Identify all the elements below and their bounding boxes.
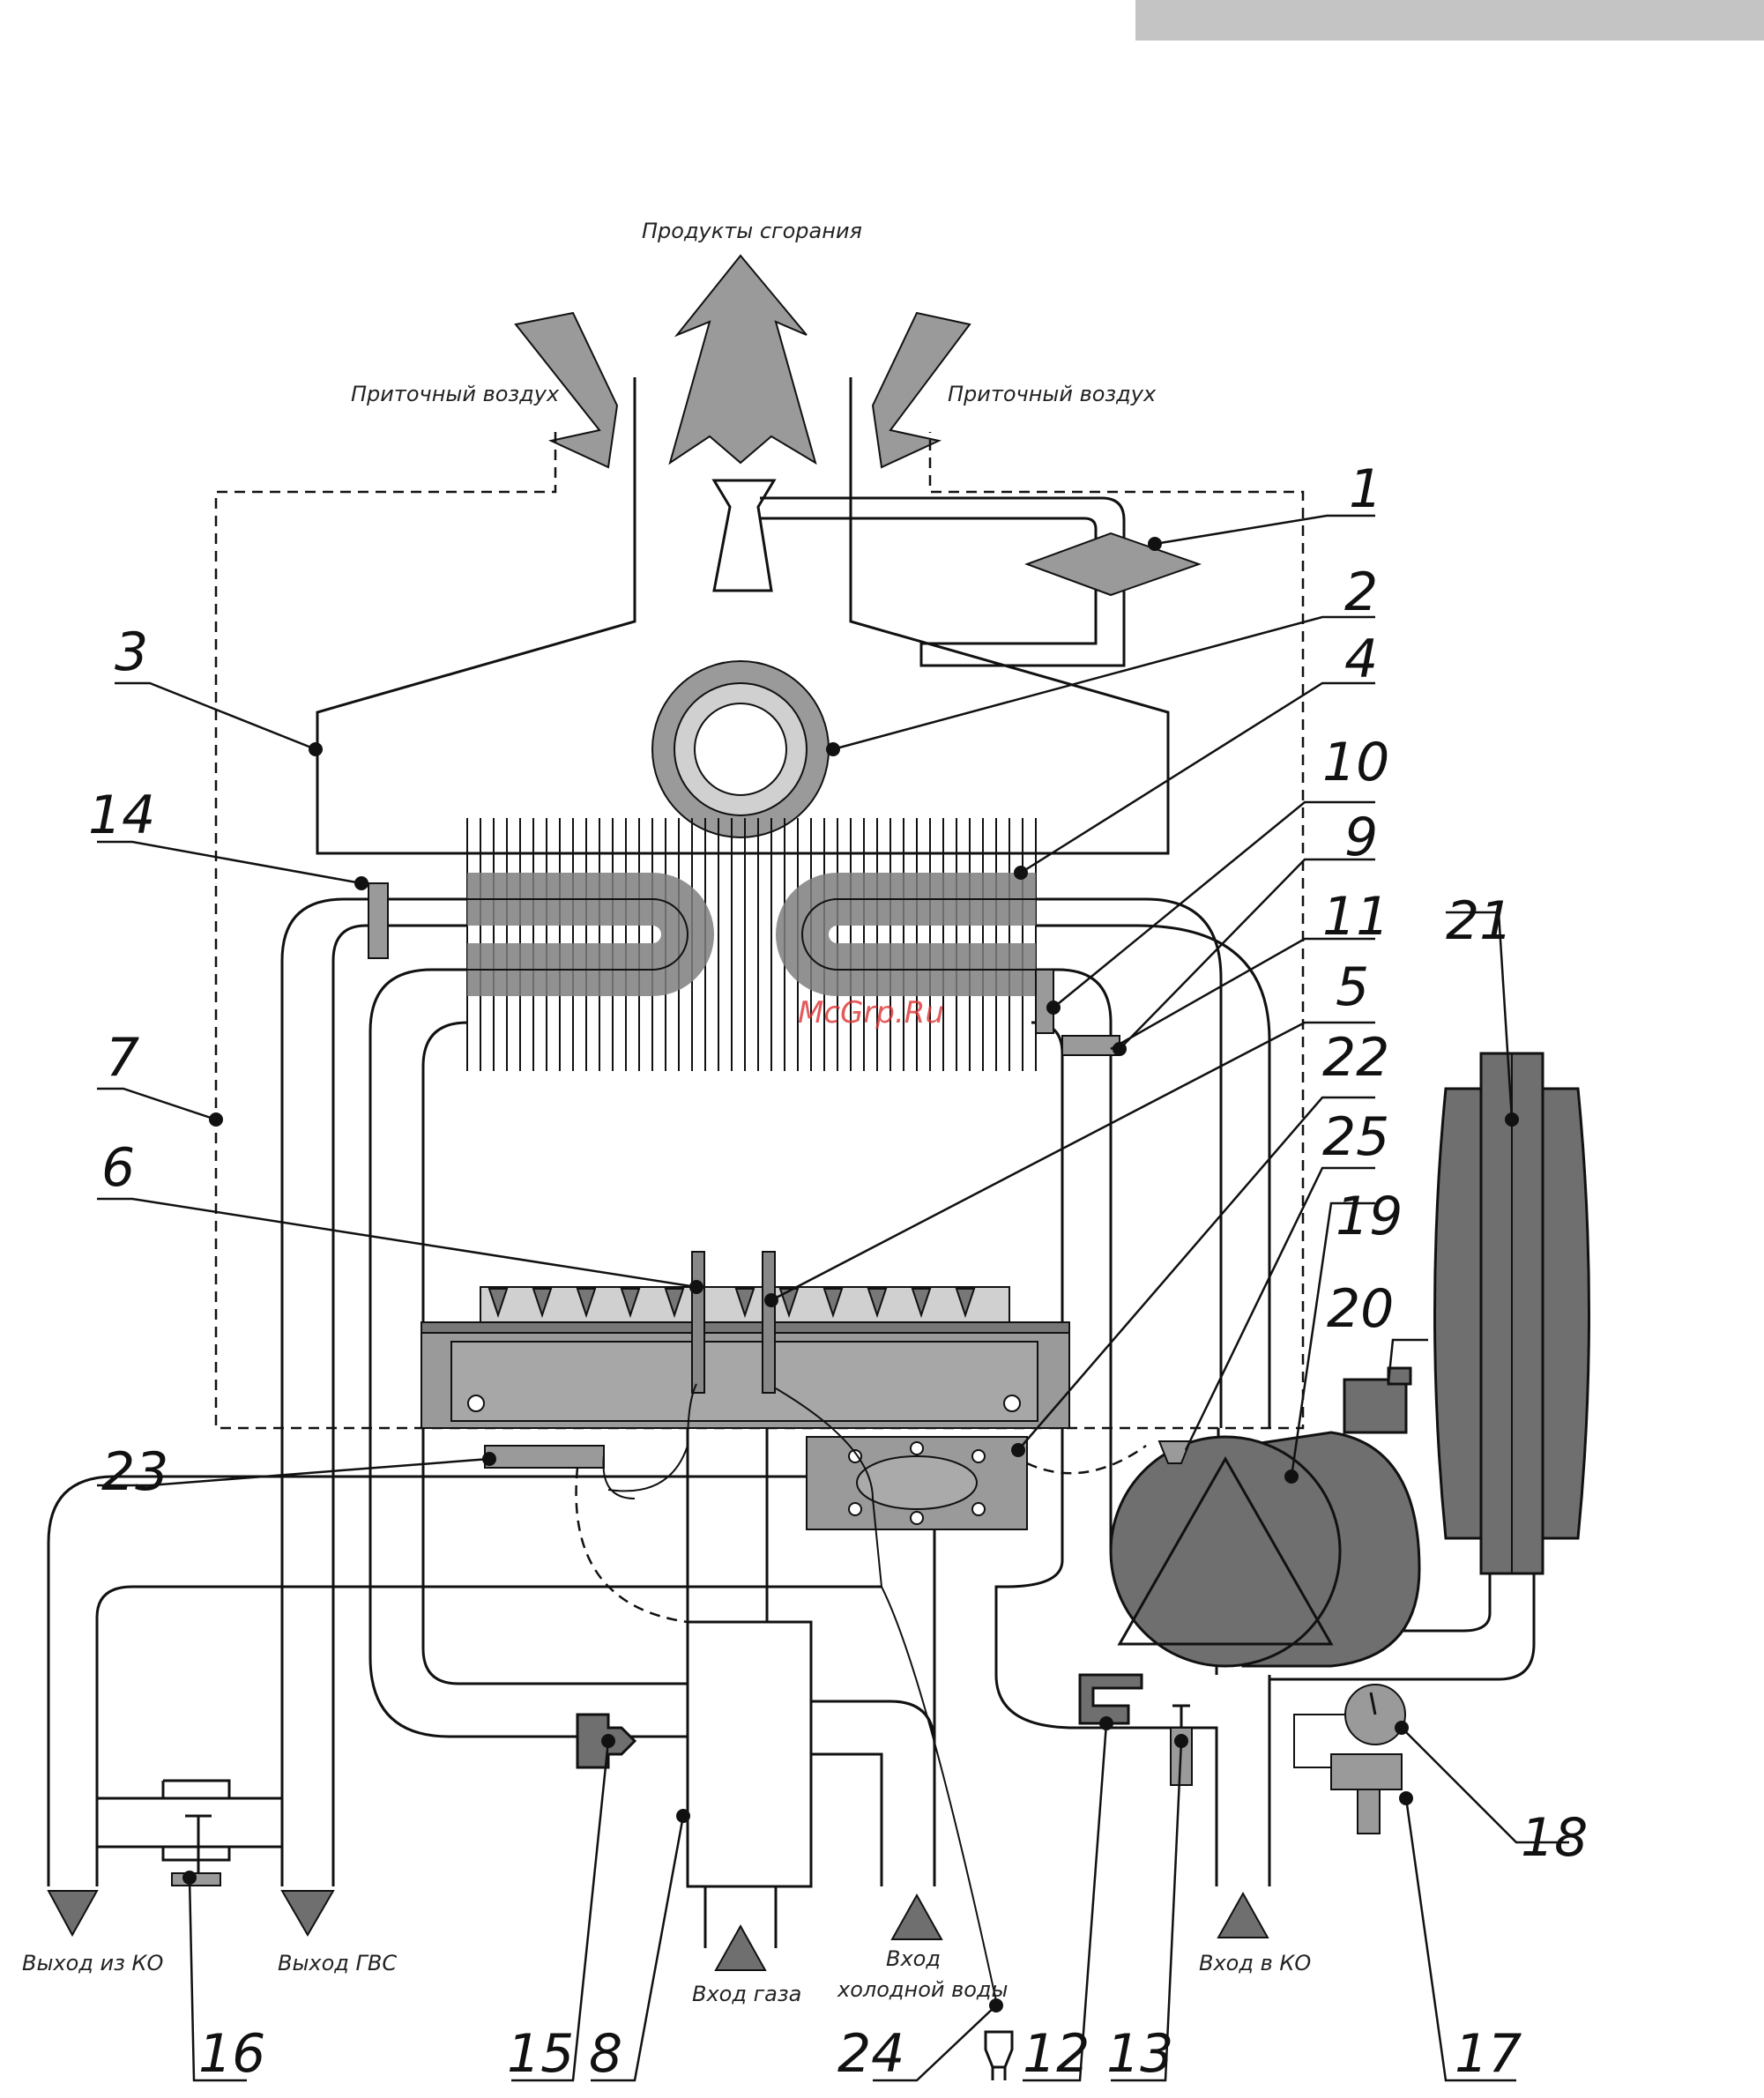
air-vent-cap: [1387, 1366, 1412, 1386]
label-2: 2: [1344, 562, 1378, 623]
flow-sensor-right: [1061, 1035, 1120, 1056]
heat-exchanger-coils: [467, 873, 1036, 996]
gauge-line: [1293, 1714, 1345, 1768]
label-22: 22: [1322, 1027, 1389, 1089]
gas-valve: [686, 1620, 813, 1888]
label-20: 20: [1327, 1278, 1394, 1340]
label-6: 6: [101, 1137, 135, 1199]
water-pipes: [47, 897, 1536, 1886]
flow-arrows: [514, 254, 971, 469]
watermark: McGrp.Ru: [798, 995, 944, 1030]
control-board-window: [856, 1455, 978, 1510]
label-12: 12: [1023, 2023, 1090, 2085]
gas-inlet-pipe: [703, 1886, 778, 1948]
caption-cold-water-inlet-2: холодной воды: [837, 1977, 1008, 2002]
burner-assembly: [421, 1251, 1070, 1429]
label-8: 8: [589, 2023, 622, 2085]
callout-leaders: [97, 514, 1569, 2082]
signal-wire-right: [1026, 1444, 1147, 1475]
label-19: 19: [1336, 1186, 1403, 1247]
label-25: 25: [1322, 1106, 1389, 1168]
label-4: 4: [1344, 629, 1378, 690]
label-24: 24: [837, 2023, 904, 2085]
pressure-switch: [1024, 532, 1202, 597]
label-23: 23: [101, 1441, 168, 1503]
power-plug: [984, 2030, 1014, 2080]
label-17: 17: [1455, 2023, 1522, 2085]
fan-ring: [651, 660, 830, 838]
label-13: 13: [1106, 2023, 1173, 2085]
label-10: 10: [1322, 732, 1389, 793]
flue-hood: [316, 377, 1170, 855]
label-15: 15: [507, 2023, 574, 2085]
label-1: 1: [1349, 458, 1382, 520]
pressure-sensor-stem: [1357, 1789, 1381, 1834]
bypass-valve: [161, 1779, 231, 1862]
ignition-wire: [602, 1383, 697, 1499]
flue-gas-arrow: [668, 254, 817, 465]
signal-wire-left: [575, 1467, 688, 1624]
sensor-wire: [775, 1388, 997, 2002]
control-board-screws: [848, 1441, 986, 1525]
caption-cold-water-inlet-1: Вход: [886, 1946, 941, 1971]
caption-combustion-products: Продукты сгорания: [642, 219, 862, 243]
pressure-sensor: [1330, 1753, 1403, 1790]
caption-supply-air-right: Приточный воздух: [948, 382, 1157, 406]
label-18: 18: [1521, 1807, 1588, 1869]
label-7: 7: [106, 1027, 139, 1089]
caption-dhw-outlet: Выход ГВС: [278, 1951, 397, 1975]
port-triangles: [47, 1890, 1269, 1971]
label-21: 21: [1446, 890, 1513, 952]
caption-supply-air-left: Приточный воздух: [351, 382, 560, 406]
bypass-valve-stem: [185, 1814, 212, 1873]
caption-heating-inlet: Вход в КО: [1199, 1951, 1311, 1975]
expansion-tank: [1433, 1052, 1590, 1575]
air-vent: [1343, 1378, 1408, 1434]
supply-air-arrow-right: [871, 311, 971, 469]
venturi-nozzle: [711, 479, 777, 592]
label-5: 5: [1336, 956, 1369, 1018]
circulation-pump: [1109, 1431, 1421, 1668]
label-9: 9: [1344, 807, 1378, 868]
caption-heating-outlet: Выход из КО: [22, 1951, 163, 1975]
ignition-unit: [484, 1445, 605, 1469]
callout-dots: [182, 537, 1519, 2012]
caption-gas-inlet: Вход газа: [692, 1982, 801, 2006]
label-14: 14: [88, 785, 155, 846]
overheat-sensor-left: [368, 882, 389, 959]
header-bar: [1135, 0, 1764, 41]
drain-valve: [1078, 1673, 1143, 1725]
label-16: 16: [198, 2023, 265, 2085]
supply-air-arrow-left: [514, 311, 619, 469]
label-3: 3: [115, 621, 148, 683]
label-11: 11: [1322, 886, 1389, 948]
pressure-tube: [760, 496, 1126, 667]
